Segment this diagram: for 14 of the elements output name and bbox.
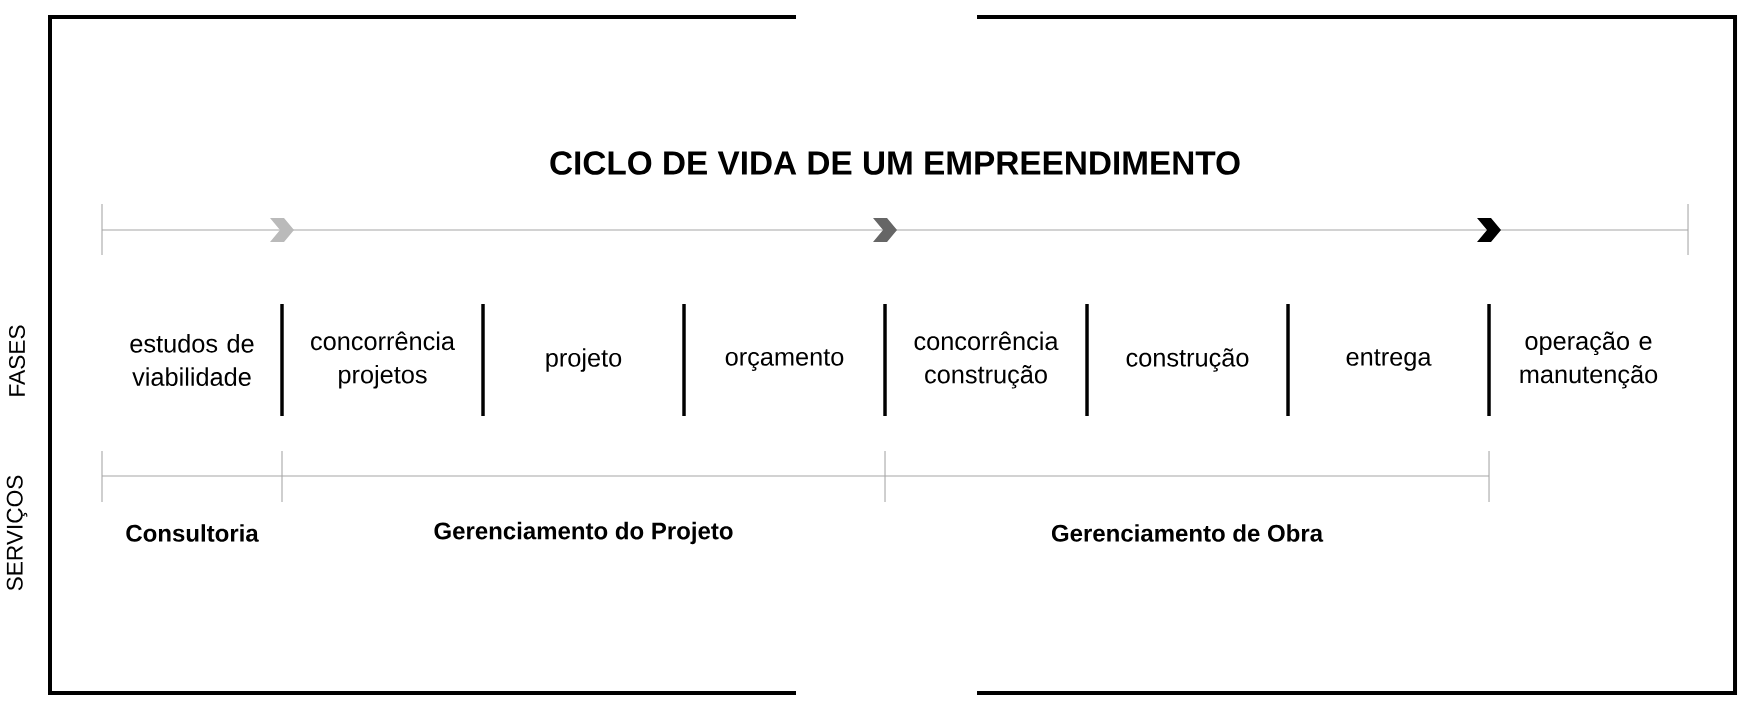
phase-label: entrega bbox=[1346, 349, 1432, 371]
title: CICLO DE VIDA DE UM EMPREENDIMENTO bbox=[550, 151, 1240, 175]
phase-label: construção bbox=[1126, 348, 1249, 372]
phase-label: projeto bbox=[546, 348, 622, 372]
phase-label: concorrência construção bbox=[914, 331, 1059, 389]
service-label: Gerenciamento do Projeto bbox=[434, 521, 733, 545]
side-label: FASES bbox=[9, 325, 26, 396]
phase-label: orçamento bbox=[725, 349, 844, 371]
side-label: SERVIÇOS bbox=[6, 475, 28, 591]
service-label: Consultoria bbox=[126, 524, 259, 542]
phase-label: operação e manutenção bbox=[1520, 331, 1658, 389]
phase-label: concorrência projetos bbox=[311, 331, 455, 389]
service-label: Gerenciamento de Obra bbox=[1051, 524, 1324, 542]
phase-label: estudos de viabilidade bbox=[130, 334, 254, 386]
